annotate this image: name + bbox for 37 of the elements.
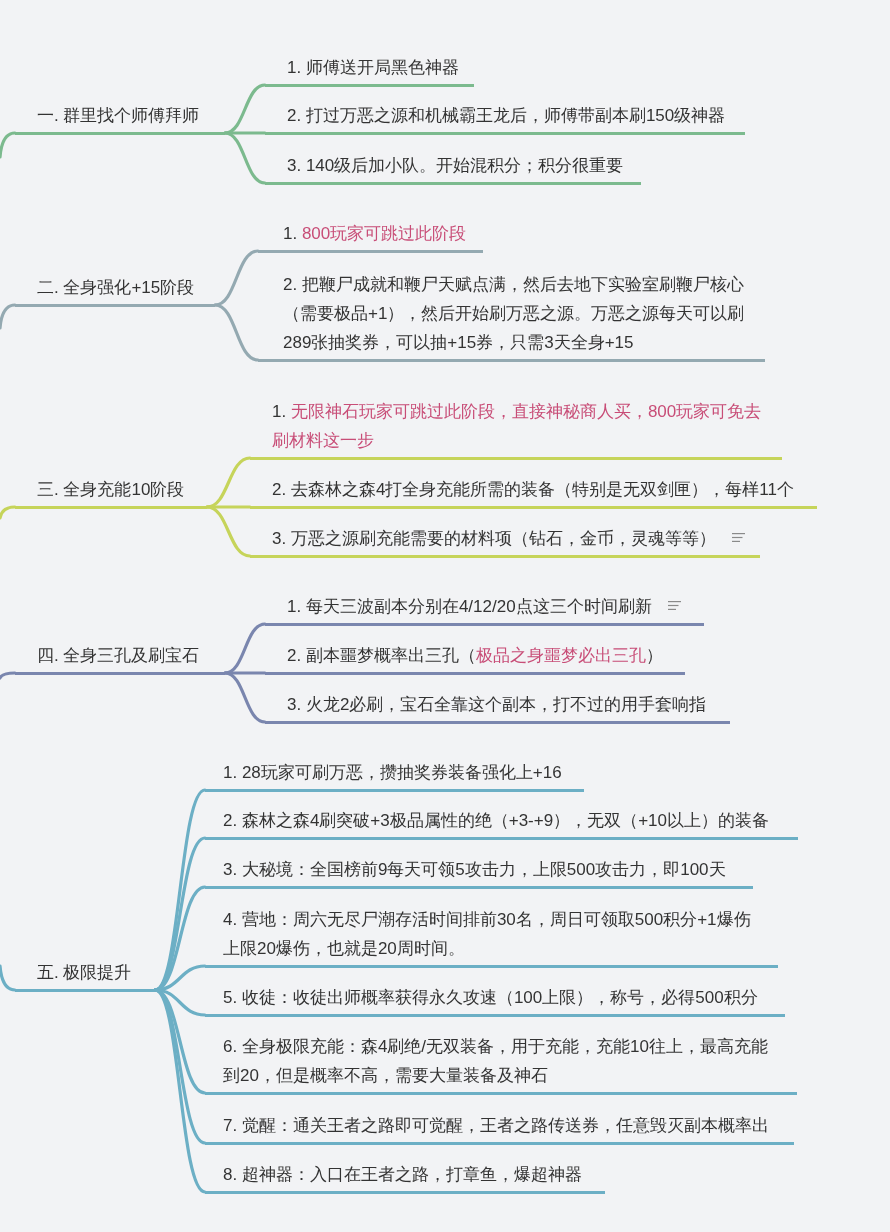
branch-text: 2. 去森林之森4打全身充能所需的装备（特别是无双剑匣），每样11个 (272, 478, 794, 501)
branch-title: 五. 极限提升 (37, 961, 132, 984)
branch-text: 2. 森林之森4刷突破+3极品属性的绝（+3-+9），无双（+10以上）的装备 (223, 809, 769, 832)
branch-text: 2. 副本噩梦概率出三孔（极品之身噩梦必出三孔） (287, 644, 663, 667)
branch-connector (223, 131, 267, 135)
branch-connector (205, 505, 252, 509)
branch-text: 2. 打过万恶之源和机械霸王龙后，师傅带副本刷150级神器 (287, 104, 726, 127)
branch-text: 3. 火龙2必刷，宝石全靠这个副本，打不过的用手套响指 (287, 693, 707, 716)
branch-text: 3. 140级后加小队。开始混积分；积分很重要 (287, 154, 624, 177)
branch-text: 5. 收徒：收徒出师概率获得永久攻速（100上限），称号，必得500积分 (223, 986, 758, 1009)
branch-text: 4. 营地：周六无尽尸潮存活时间排前30名，周日可领取500积分+1爆伤上限20爆伤，也就是20周时间。 (223, 908, 752, 960)
branch-text: 6. 全身极限充能：森4刷绝/无双装备，用于充能，充能10往上，最高充能到20，但是概率不高，需要大量装备及神石 (223, 1035, 769, 1087)
branch-title: 三. 全身充能10阶段 (37, 478, 185, 501)
branch-text: 1. 800玩家可跳过此阶段 (283, 222, 467, 245)
branch-connector (213, 303, 260, 362)
branch-text: 3. 大秘境：全国榜前9每天可领5攻击力，上限500攻击力，即100天 (223, 858, 726, 881)
branch-connector (223, 671, 267, 724)
branch-connector (0, 671, 17, 680)
branch-text: 2. 把鞭尸成就和鞭尸天赋点满，然后去地下实验室刷鞭尸核心（需要极品+1），然后开始刷万恶之源。万恶之源每天可以刷289张抽奖券，可以抽+15券，只需3天全身+15 (283, 273, 746, 354)
branch-connector (0, 131, 17, 159)
branch-text: 8. 超神器：入口在王者之路，打章鱼，爆超神器 (223, 1163, 582, 1186)
branch-title: 四. 全身三孔及刷宝石 (37, 644, 200, 667)
branch-connector (0, 303, 17, 330)
branch-text: 3. 万恶之源刷充能需要的材料项（钻石，金币，灵魂等等） (272, 527, 716, 550)
branch-connector (223, 131, 267, 185)
branch-connector (223, 671, 267, 675)
branch-text: 1. 28玩家可刷万恶，攒抽奖券装备强化上+16 (223, 761, 562, 784)
branch-text: 7. 觉醒：通关王者之路即可觉醒，王者之路传送券，任意毁灭副本概率出 (223, 1114, 769, 1137)
branch-title: 一. 群里找个师傅拜师 (37, 104, 200, 127)
branch-text: 1. 师傅送开局黑色神器 (287, 56, 459, 79)
branch-connector (0, 964, 17, 992)
branch-connector (213, 249, 260, 307)
branch-text: 1. 每天三波副本分别在4/12/20点这三个时间刷新 (287, 595, 652, 618)
branch-text: 1. 无限神石玩家可跳过此阶段，直接神秘商人买，800玩家可免去刷材料这一步 (272, 400, 763, 452)
branch-connector (0, 505, 17, 520)
branch-title: 二. 全身强化+15阶段 (37, 276, 195, 299)
branch-connector (205, 505, 252, 558)
